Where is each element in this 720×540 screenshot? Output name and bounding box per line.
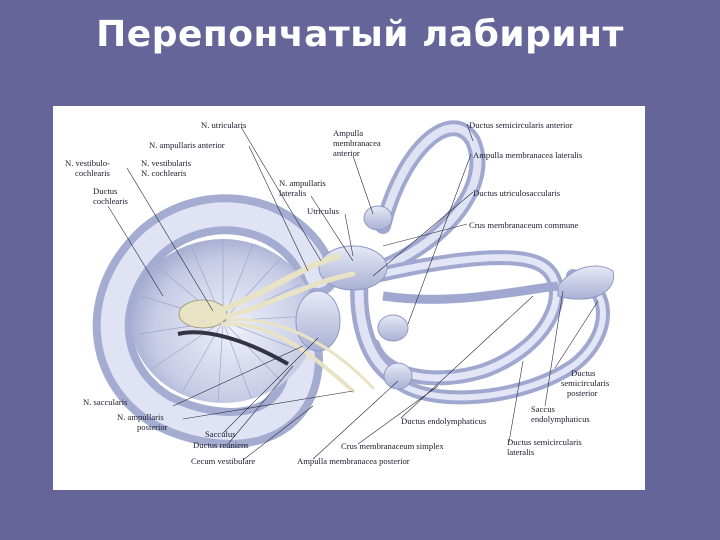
label-n-vestibulocochlearis-1: N. vestibulo- bbox=[65, 158, 110, 168]
label-n-ampullaris-anterior: N. ampullaris anterior bbox=[149, 140, 225, 150]
semicircular-ducts bbox=[353, 128, 603, 397]
label-saccus-2: endolymphaticus bbox=[531, 414, 590, 424]
slide-title: Перепончатый лабиринт bbox=[0, 14, 720, 55]
label-ductus-posterior-3: posterior bbox=[567, 388, 598, 398]
label-n-utricularis: N. utricularis bbox=[201, 120, 247, 130]
label-ductus-cochlearis-1: Ductus bbox=[93, 186, 118, 196]
cochlea bbox=[113, 214, 318, 428]
label-ductus-utriculosaccularis: Ductus utriculosaccularis bbox=[473, 188, 561, 198]
label-ductus-posterior-1: Ductus bbox=[571, 368, 596, 378]
label-ductus-lateralis-1: Ductus semicircularis bbox=[507, 437, 582, 447]
label-n-ampullaris-posterior-2: posterior bbox=[137, 422, 168, 432]
label-ductus-endolymphaticus: Ductus endolymphaticus bbox=[401, 416, 487, 426]
label-n-saccularis: N. saccularis bbox=[83, 397, 128, 407]
label-crus-simplex: Crus membranaceum simplex bbox=[341, 441, 444, 451]
label-ductus-posterior-2: semicircularis bbox=[561, 378, 610, 388]
label-ampulla-anterior-3: anterior bbox=[333, 148, 360, 158]
label-n-cochlearis: N. cochlearis bbox=[141, 168, 187, 178]
label-ductus-lateralis-2: lateralis bbox=[507, 447, 535, 457]
labyrinth-illustration: N. utricularis N. ampullaris anterior N.… bbox=[53, 106, 645, 490]
label-ampulla-posterior: Ampulla membranacea posterior bbox=[297, 456, 410, 466]
label-sacculus: Sacculus bbox=[205, 429, 236, 439]
label-ductus-cochlearis-2: cochlearis bbox=[93, 196, 128, 206]
label-ampulla-anterior-2: membranacea bbox=[333, 138, 381, 148]
label-n-vestibularis: N. vestibularis bbox=[141, 158, 192, 168]
label-n-vestibulocochlearis-2: cochlearis bbox=[75, 168, 110, 178]
labyrinth-drawing: N. utricularis N. ampullaris anterior N.… bbox=[53, 106, 645, 490]
label-utriculus: Utriculus bbox=[307, 206, 340, 216]
label-n-ampullaris-lateralis-1: N. ampullaris bbox=[279, 178, 326, 188]
label-crus-commune: Crus membranaceum commune bbox=[469, 220, 578, 230]
label-n-ampullaris-lateralis-2: lateralis bbox=[279, 188, 307, 198]
label-ampulla-anterior-1: Ampulla bbox=[333, 128, 363, 138]
label-n-ampullaris-posterior-1: N. ampullaris bbox=[117, 412, 164, 422]
label-cecum-vestibulare: Cecum vestibulare bbox=[191, 456, 255, 466]
label-saccus-1: Saccus bbox=[531, 404, 556, 414]
label-ampulla-lateralis: Ampulla membranacea lateralis bbox=[473, 150, 583, 160]
label-ductus-reuniens: Ductus reuniens bbox=[193, 440, 249, 450]
label-ductus-semicircularis-anterior: Ductus semicircularis anterior bbox=[469, 120, 573, 130]
